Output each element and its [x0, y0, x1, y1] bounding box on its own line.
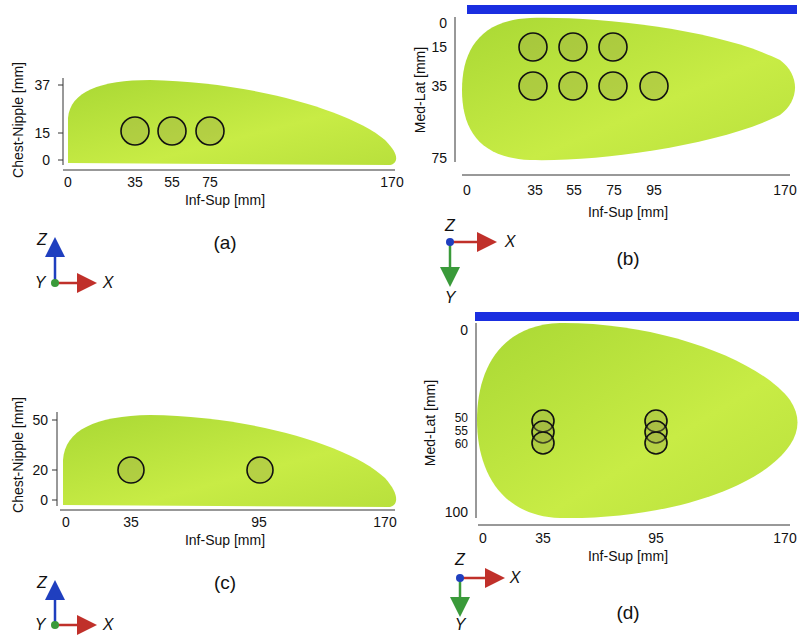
- tick-label: Inf-Sup [mm]: [185, 533, 265, 547]
- tick-label: 55: [566, 183, 582, 197]
- tick-label: (d): [616, 603, 639, 622]
- axis-letter: X: [505, 234, 516, 250]
- axis-letter: Z: [455, 552, 465, 568]
- axis-letter: X: [103, 275, 114, 291]
- axis-title: Med-Lat [mm]: [413, 47, 427, 133]
- tick-label: 55: [164, 175, 180, 189]
- tick-label: 170: [773, 531, 796, 545]
- tick-label: 0: [479, 531, 487, 545]
- tick-label: 35: [535, 531, 551, 545]
- axis-letter: X: [510, 570, 521, 586]
- tick-label: (c): [214, 573, 236, 592]
- tick-label: 0: [62, 515, 70, 529]
- tick-label: 60: [455, 438, 468, 450]
- tick-label: 0: [460, 323, 468, 337]
- tick-label: Inf-Sup [mm]: [588, 549, 668, 563]
- tick-label: 0: [439, 16, 447, 30]
- axis-title: Chest-Nipple [mm]: [11, 397, 25, 513]
- tick-label: 50: [32, 413, 48, 427]
- axis-letter: Z: [37, 575, 47, 591]
- tick-label: 95: [646, 183, 662, 197]
- tick-label: 35: [127, 175, 143, 189]
- tick-label: 37: [34, 78, 50, 92]
- tick-label: (a): [213, 233, 236, 252]
- axis-letter: Y: [445, 290, 456, 306]
- tick-label: 20: [32, 463, 48, 477]
- tick-label: 75: [606, 183, 622, 197]
- axis-letter: Y: [35, 617, 46, 633]
- tick-label: 170: [380, 175, 403, 189]
- axis-letter: Z: [445, 218, 455, 234]
- axis-title: Med-Lat [mm]: [423, 380, 437, 466]
- tick-label: 95: [648, 531, 664, 545]
- tick-label: 0: [64, 175, 72, 189]
- axis-letter: X: [103, 617, 114, 633]
- tick-label: 15: [431, 40, 447, 54]
- tick-label: 75: [202, 175, 218, 189]
- tick-label: 100: [445, 505, 468, 519]
- axis-letter: Z: [37, 232, 47, 248]
- tick-label: Inf-Sup [mm]: [588, 205, 668, 219]
- tick-label: Inf-Sup [mm]: [185, 193, 265, 207]
- axis-letter: Y: [455, 617, 466, 633]
- tick-label: 170: [773, 183, 796, 197]
- axis-letter: Y: [35, 275, 46, 291]
- tick-label: 75: [431, 151, 447, 165]
- tick-label: 50: [455, 412, 468, 424]
- tick-label: 15: [34, 126, 50, 140]
- tick-label: 95: [251, 515, 267, 529]
- tick-label: 0: [40, 493, 48, 507]
- tick-label: 35: [123, 515, 139, 529]
- tick-label: 0: [42, 153, 50, 167]
- tick-label: (b): [616, 249, 639, 268]
- tick-label: 170: [373, 515, 396, 529]
- tick-label: 55: [455, 425, 468, 437]
- tick-label: 35: [431, 79, 447, 93]
- tick-label: 35: [527, 183, 543, 197]
- axis-title: Chest-Nipple [mm]: [11, 62, 25, 178]
- tick-label: 0: [463, 183, 471, 197]
